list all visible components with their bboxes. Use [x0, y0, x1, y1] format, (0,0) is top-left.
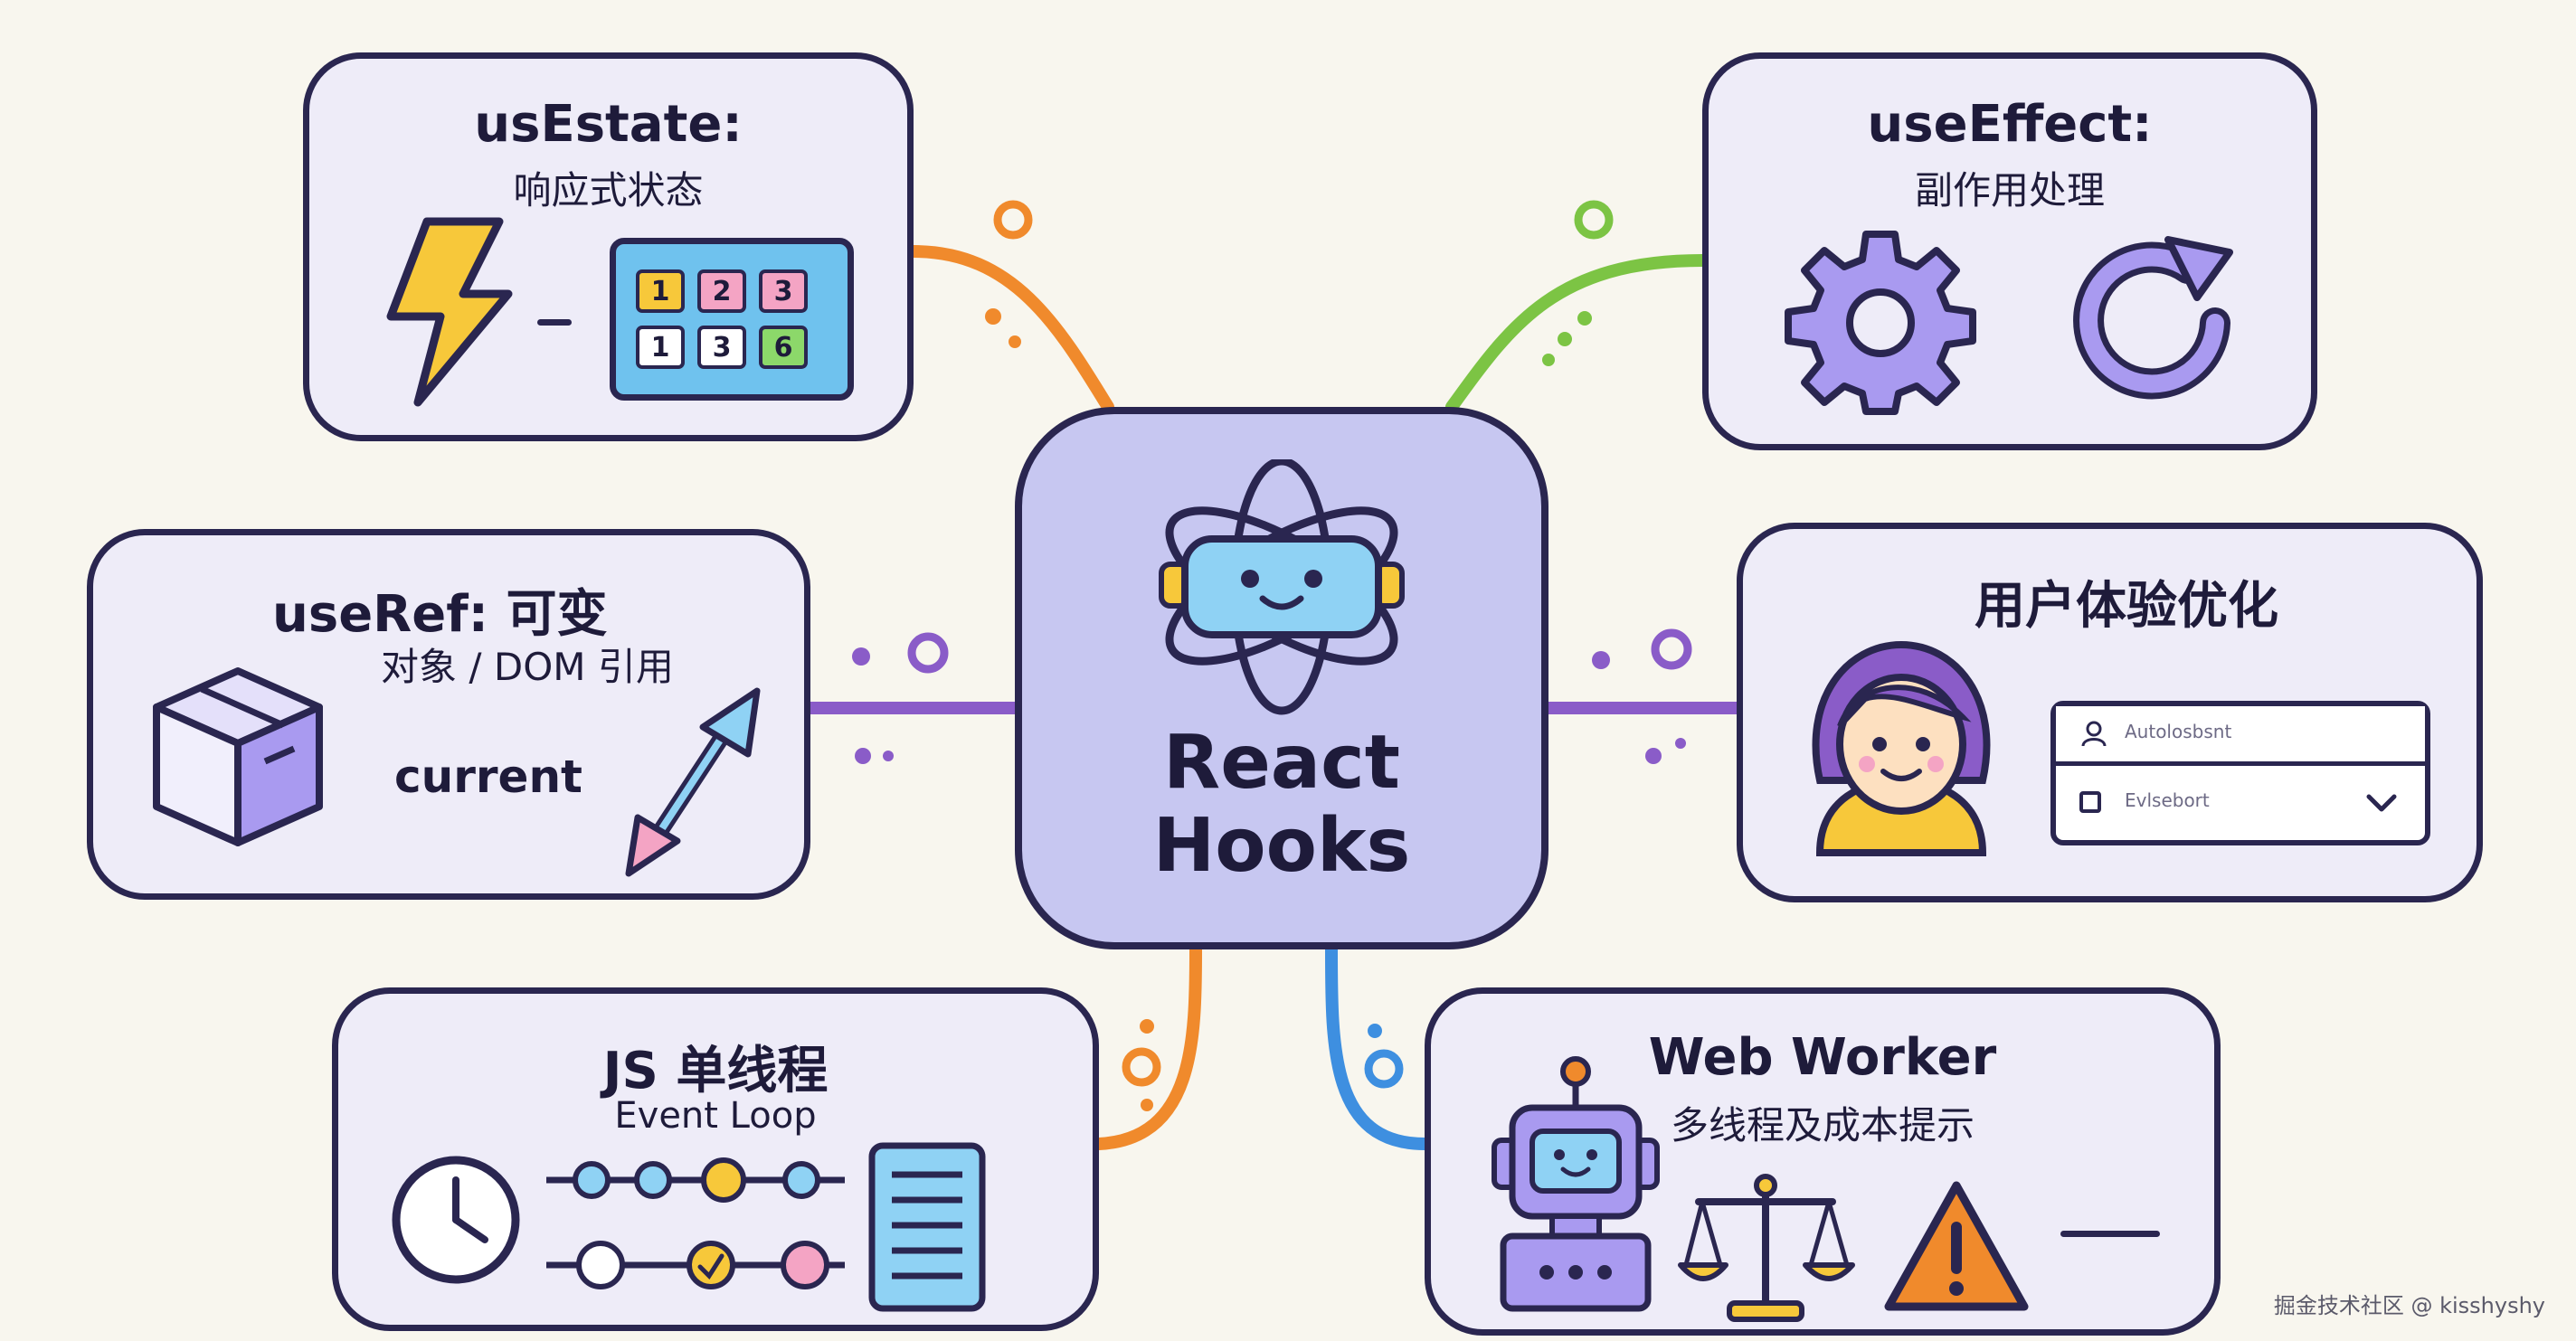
option-select[interactable]: Evlsebort — [2056, 775, 2425, 835]
grid-cell: 3 — [759, 269, 808, 313]
double-arrow-icon — [625, 687, 761, 877]
username-field[interactable]: Autolosbsnt — [2056, 706, 2425, 766]
box-icon — [153, 667, 323, 846]
worker-title: Web Worker — [1648, 1028, 1997, 1087]
useref-subtitle: 对象 / DOM 引用 — [381, 645, 674, 689]
current-label: current — [394, 751, 582, 803]
decor-dot — [1574, 200, 1614, 240]
useeffect-title: useEffect: — [1867, 95, 2153, 154]
decor-dot — [1009, 335, 1021, 348]
js-subtitle: Event Loop — [614, 1095, 817, 1137]
user-icon — [2081, 721, 2107, 747]
lightning-icon — [386, 217, 513, 407]
ux-title: 用户体验优化 — [1975, 577, 2278, 636]
robot-icon — [1492, 1056, 1660, 1312]
worker-subtitle: 多线程及成本提示 — [1670, 1103, 1975, 1147]
option-placeholder: Evlsebort — [2125, 789, 2210, 811]
user-avatar-icon — [1812, 640, 1991, 856]
decor-dot — [1364, 1049, 1404, 1089]
clock-icon — [392, 1156, 520, 1284]
useref-title: useRef: 可变 — [272, 585, 608, 644]
event-loop-timeline — [546, 1142, 986, 1312]
decor-dot — [907, 632, 949, 674]
usestate-title: usEstate: — [474, 95, 743, 154]
worker-card: Web Worker 多线程及成本提示 — [1425, 987, 2221, 1336]
state-grid: 1 2 3 1 3 6 — [610, 238, 854, 401]
checkbox-icon[interactable] — [2079, 791, 2101, 813]
gear-icon — [1785, 231, 1976, 415]
decor-dot — [985, 308, 1001, 325]
username-placeholder: Autolosbsnt — [2125, 721, 2232, 742]
form-panel: Autolosbsnt Evlsebort — [2050, 701, 2430, 845]
chevron-down-icon — [2366, 794, 2397, 812]
js-card: JS 单线程 Event Loop — [332, 987, 1099, 1331]
connector-usestate — [907, 245, 1114, 413]
decor-dot — [993, 200, 1033, 240]
react-hooks-center: React Hooks — [1015, 407, 1548, 949]
grid-cell: 3 — [697, 326, 746, 369]
dash-divider — [2060, 1231, 2160, 1237]
warning-icon — [1884, 1181, 2029, 1311]
connector-js — [1093, 943, 1202, 1150]
refresh-icon — [2073, 236, 2233, 400]
useeffect-subtitle: 副作用处理 — [1914, 168, 2105, 212]
decor-dot — [1141, 1099, 1153, 1111]
usestate-card: usEstate: 响应式状态 1 2 3 1 3 6 — [303, 52, 914, 441]
useeffect-card: useEffect: 副作用处理 — [1702, 52, 2317, 450]
center-title-line2: Hooks — [1152, 803, 1411, 889]
decor-dot — [852, 647, 870, 666]
react-atom-robot-icon — [1159, 459, 1405, 715]
watermark: 掘金技术社区 @ kisshyshy — [2273, 1293, 2545, 1318]
center-title: React Hooks — [1022, 722, 1541, 888]
connector-useeffect — [1445, 254, 1709, 413]
center-title-line1: React — [1163, 720, 1400, 806]
decor-dot — [1558, 332, 1572, 346]
js-title: JS 单线程 — [602, 1042, 829, 1100]
decor-dot — [1675, 738, 1686, 749]
grid-cell: 1 — [636, 269, 685, 313]
ux-card: 用户体验优化 Autolosbsnt Evlsebort — [1737, 523, 2483, 902]
decor-dot — [855, 748, 871, 764]
usestate-subtitle: 响应式状态 — [513, 168, 704, 212]
useref-card: useRef: 可变 对象 / DOM 引用 current — [87, 529, 810, 900]
decor-dot — [1122, 1047, 1161, 1087]
grid-cell: 6 — [759, 326, 808, 369]
connector-worker — [1325, 943, 1431, 1150]
grid-cell: 2 — [697, 269, 746, 313]
decor-dot — [1368, 1024, 1382, 1038]
decor-dot — [1592, 651, 1610, 669]
decor-dot — [1645, 748, 1662, 764]
decor-dot — [1140, 1019, 1154, 1034]
decor-dot — [1577, 311, 1592, 326]
decor-dot — [1542, 354, 1555, 366]
dash-divider — [537, 319, 572, 326]
decor-dot — [1651, 628, 1692, 670]
scale-icon — [1678, 1174, 1855, 1322]
decor-dot — [883, 751, 894, 761]
grid-cell: 1 — [636, 326, 685, 369]
